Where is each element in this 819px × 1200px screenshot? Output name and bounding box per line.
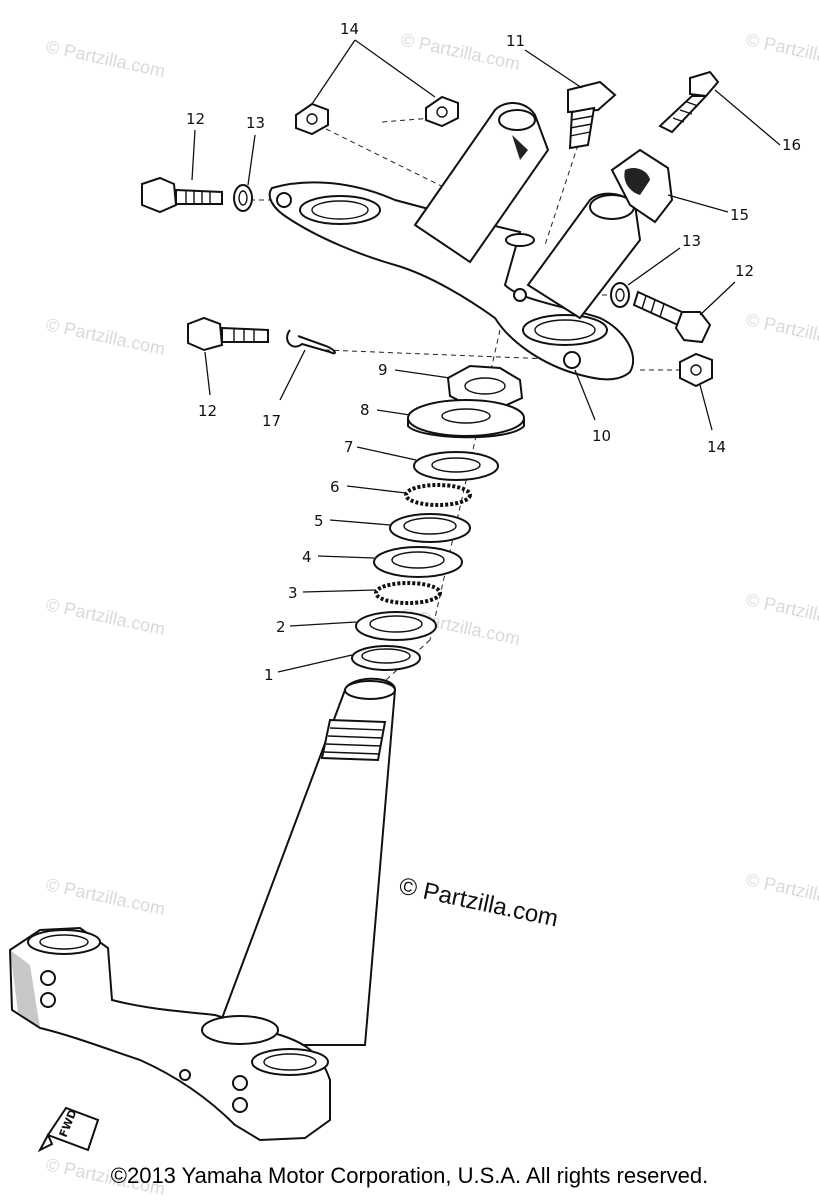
label-part-14: 14 <box>707 438 726 456</box>
part-12-bolt-right <box>632 290 712 344</box>
label-part-9: 9 <box>378 361 388 379</box>
part-4-race <box>373 546 463 578</box>
alignment-line <box>381 117 433 123</box>
label-part-12: 12 <box>186 110 205 128</box>
leader-line <box>356 446 417 461</box>
part-5-race <box>389 513 471 543</box>
watermark: © Partzilla.com <box>44 36 167 81</box>
leader-line <box>376 409 411 416</box>
alignment-line <box>324 349 576 361</box>
leader-line <box>277 654 353 673</box>
part-15-holder <box>610 148 674 224</box>
center-watermark: © Partzilla.com <box>397 872 561 932</box>
part-12-bolt-left-top <box>141 176 223 214</box>
copyright-notice: ©2013 Yamaha Motor Corporation, U.S.A. A… <box>110 1163 709 1188</box>
leader-line <box>302 589 377 593</box>
label-part-6: 6 <box>330 478 340 496</box>
part-17-clip <box>286 329 336 355</box>
label-part-5: 5 <box>314 512 324 530</box>
watermark: © Partzilla.com <box>744 869 819 914</box>
leader-line <box>627 247 681 286</box>
label-part-12: 12 <box>735 262 754 280</box>
leader-line <box>574 369 596 421</box>
part-11-bolt <box>567 80 617 150</box>
part-14-nut-right <box>679 352 713 388</box>
leader-lines <box>191 39 781 673</box>
under-bracket <box>8 926 331 1142</box>
leader-line <box>346 485 407 494</box>
leader-line <box>289 621 357 627</box>
leader-line <box>191 129 196 181</box>
part-8-cover <box>407 399 525 439</box>
label-part-11: 11 <box>506 32 525 50</box>
upper-bracket <box>268 102 642 381</box>
label-part-3: 3 <box>288 584 298 602</box>
part-9-ring-nut <box>446 364 524 410</box>
alignment-line <box>429 329 501 641</box>
label-part-12: 12 <box>198 402 217 420</box>
part-labels: 14 11 16 15 12 13 13 12 12 17 9 10 14 8 … <box>186 20 801 684</box>
leader-line <box>354 39 436 98</box>
leader-line <box>329 519 391 526</box>
part-16-bolt <box>658 70 720 134</box>
leader-line <box>524 49 583 89</box>
label-part-14: 14 <box>340 20 359 38</box>
alignment-line <box>317 124 501 216</box>
label-part-15: 15 <box>730 206 749 224</box>
part-14-nuts-top <box>295 95 459 136</box>
label-part-10: 10 <box>592 427 611 445</box>
part-6-balls <box>404 483 472 507</box>
label-part-13: 13 <box>682 232 701 250</box>
watermark: © Partzilla.com <box>744 309 819 354</box>
leader-line <box>699 384 713 431</box>
label-part-17: 17 <box>262 412 281 430</box>
watermark: © Partzilla.com <box>744 29 819 74</box>
leader-line <box>279 349 306 401</box>
leader-line <box>317 555 375 559</box>
label-part-4: 4 <box>302 548 312 566</box>
part-13-washer-right <box>610 282 630 308</box>
part-13-washer-left <box>233 184 253 212</box>
watermark: © Partzilla.com <box>44 594 167 639</box>
watermark: © Partzilla.com <box>44 874 167 919</box>
leader-line <box>714 89 781 146</box>
part-12-bolt-left-mid <box>187 316 269 352</box>
part-7-race <box>413 451 499 481</box>
label-part-1: 1 <box>264 666 274 684</box>
watermark: © Partzilla.com <box>399 29 522 74</box>
part-3-balls <box>374 581 442 605</box>
watermark: © Partzilla.com <box>744 589 819 634</box>
label-part-8: 8 <box>360 401 370 419</box>
steering-stem <box>210 677 397 1046</box>
label-part-2: 2 <box>276 618 286 636</box>
leader-line <box>699 281 736 316</box>
label-part-13: 13 <box>246 114 265 132</box>
leader-line <box>311 39 356 105</box>
part-1-seal <box>351 645 421 671</box>
leader-line <box>247 134 256 186</box>
leader-line <box>204 351 211 396</box>
leader-line <box>667 194 729 213</box>
leader-line <box>394 369 451 379</box>
label-part-7: 7 <box>344 438 354 456</box>
part-2-race <box>355 611 437 641</box>
watermark: © Partzilla.com <box>44 314 167 359</box>
fwd-arrow: FWD <box>37 1106 100 1153</box>
label-part-16: 16 <box>782 136 801 154</box>
